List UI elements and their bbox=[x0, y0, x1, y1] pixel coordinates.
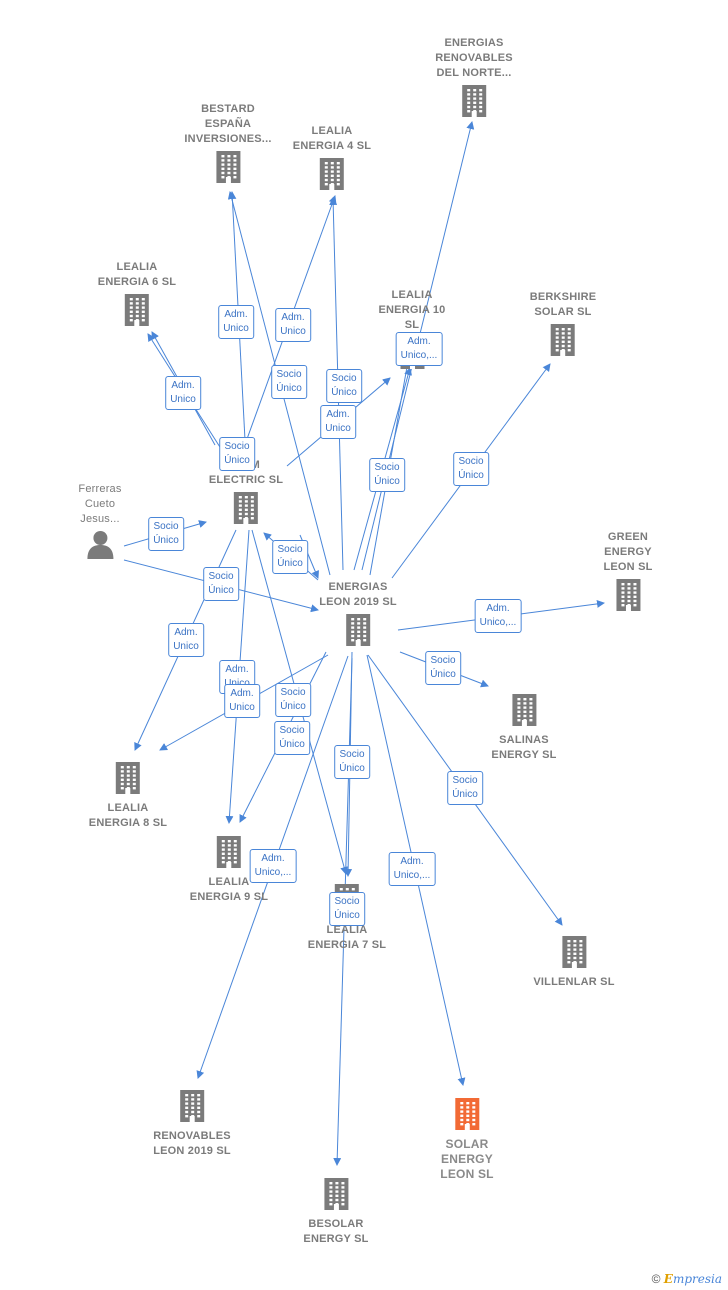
node-label: LEALIA ENERGIA 9 SL bbox=[189, 876, 269, 903]
node-berkshire[interactable]: BERKSHIRE SOLAR SL bbox=[530, 290, 597, 363]
relationship-badge[interactable]: Socio Único bbox=[275, 683, 311, 717]
building-icon bbox=[184, 149, 271, 188]
relationship-badge[interactable]: Socio Único bbox=[334, 745, 370, 779]
node-label: RENOVABLES LEON 2019 SL bbox=[153, 1130, 231, 1157]
relationship-badge[interactable]: Socio Único bbox=[271, 365, 307, 399]
node-lealia8[interactable]: LEALIA ENERGIA 8 SL bbox=[89, 758, 167, 831]
relationship-badge[interactable]: Socio Único bbox=[329, 892, 365, 926]
node-label: LEALIA ENERGIA 8 SL bbox=[88, 802, 168, 829]
relationship-badge[interactable]: Adm. Unico bbox=[168, 623, 204, 657]
relationship-badge[interactable]: Adm. Unico bbox=[320, 405, 356, 439]
node-label: LEALIA ENERGIA 6 SL bbox=[97, 261, 177, 288]
relationship-badge[interactable]: Socio Único bbox=[453, 452, 489, 486]
building-icon bbox=[153, 1088, 231, 1127]
building-icon bbox=[303, 1176, 368, 1215]
node-label: BERKSHIRE SOLAR SL bbox=[529, 291, 597, 318]
copyright-symbol: © bbox=[651, 1272, 661, 1286]
relationship-badge[interactable]: Adm. Unico bbox=[165, 376, 201, 410]
node-label: ENERGIAS LEON 2019 SL bbox=[319, 581, 397, 608]
node-label: SALINAS ENERGY SL bbox=[491, 734, 557, 761]
relationship-badge[interactable]: Adm. Unico,... bbox=[395, 332, 443, 366]
relationship-badge[interactable]: Socio Único bbox=[203, 567, 239, 601]
relationship-badge[interactable]: Adm. Unico,... bbox=[474, 599, 522, 633]
node-energias-renovables-norte[interactable]: ENERGIAS RENOVABLES DEL NORTE... bbox=[435, 36, 513, 124]
building-icon bbox=[98, 292, 176, 331]
relationship-badge[interactable]: Socio Único bbox=[148, 517, 184, 551]
node-label: LEALIA ENERGIA 4 SL bbox=[292, 125, 372, 152]
building-icon bbox=[530, 322, 597, 361]
node-solar[interactable]: SOLAR ENERGY LEON SL bbox=[440, 1094, 494, 1182]
node-green[interactable]: GREEN ENERGY LEON SL bbox=[603, 530, 652, 618]
node-ferreras[interactable]: Ferreras Cueto Jesus... bbox=[78, 482, 121, 566]
node-label: ENERGIAS RENOVABLES DEL NORTE... bbox=[435, 37, 513, 79]
building-icon bbox=[603, 577, 652, 616]
person-icon bbox=[78, 529, 121, 564]
node-label: GREEN ENERGY LEON SL bbox=[603, 531, 653, 573]
node-label: BESOLAR ENERGY SL bbox=[303, 1218, 369, 1245]
relationship-badge[interactable]: Socio Único bbox=[219, 437, 255, 471]
node-label: LEALIA ENERGIA 7 SL bbox=[307, 924, 387, 951]
building-icon bbox=[293, 156, 371, 195]
footer-brand: © Empresia bbox=[652, 1272, 722, 1286]
node-label: VILLENLAR SL bbox=[533, 976, 615, 988]
building-icon bbox=[190, 834, 268, 873]
relationship-badge[interactable]: Adm. Unico,... bbox=[249, 849, 297, 883]
node-label: Ferreras Cueto Jesus... bbox=[78, 483, 122, 525]
building-icon bbox=[319, 612, 397, 651]
node-center[interactable]: ENERGIAS LEON 2019 SL bbox=[319, 580, 397, 653]
relationship-badge[interactable]: Socio Único bbox=[369, 458, 405, 492]
building-icon bbox=[533, 934, 614, 973]
building-icon bbox=[491, 692, 556, 731]
node-lealia9[interactable]: LEALIA ENERGIA 9 SL bbox=[190, 832, 268, 905]
relationship-badge[interactable]: Socio Único bbox=[425, 651, 461, 685]
relationship-badge[interactable]: Socio Único bbox=[326, 369, 362, 403]
node-besolar[interactable]: BESOLAR ENERGY SL bbox=[303, 1174, 368, 1247]
relationship-badge[interactable]: Adm. Unico bbox=[224, 684, 260, 718]
node-label: LEALIA ENERGIA 10 SL bbox=[378, 289, 446, 331]
node-label: BESTARD ESPAÑA INVERSIONES... bbox=[184, 103, 272, 145]
brand-logo[interactable]: Empresia bbox=[663, 1272, 722, 1286]
building-icon bbox=[440, 1096, 493, 1135]
node-lealia6[interactable]: LEALIA ENERGIA 6 SL bbox=[98, 260, 176, 333]
relationship-badge[interactable]: Adm. Unico bbox=[275, 308, 311, 342]
node-salinas[interactable]: SALINAS ENERGY SL bbox=[491, 690, 556, 763]
relationship-badge[interactable]: Socio Único bbox=[274, 721, 310, 755]
relationship-badge[interactable]: Adm. Unico,... bbox=[388, 852, 436, 886]
node-lealia4[interactable]: LEALIA ENERGIA 4 SL bbox=[293, 124, 371, 197]
node-renovables[interactable]: RENOVABLES LEON 2019 SL bbox=[153, 1086, 231, 1159]
relationship-badge[interactable]: Adm. Unico bbox=[218, 305, 254, 339]
building-icon bbox=[435, 83, 513, 122]
node-label: SOLAR ENERGY LEON SL bbox=[440, 1137, 494, 1181]
relationship-badge[interactable]: Socio Único bbox=[447, 771, 483, 805]
node-bestard[interactable]: BESTARD ESPAÑA INVERSIONES... bbox=[184, 102, 271, 190]
node-villenlar[interactable]: VILLENLAR SL bbox=[533, 932, 614, 990]
relationship-badge[interactable]: Socio Único bbox=[272, 540, 308, 574]
building-icon bbox=[89, 760, 167, 799]
building-icon bbox=[209, 490, 283, 529]
